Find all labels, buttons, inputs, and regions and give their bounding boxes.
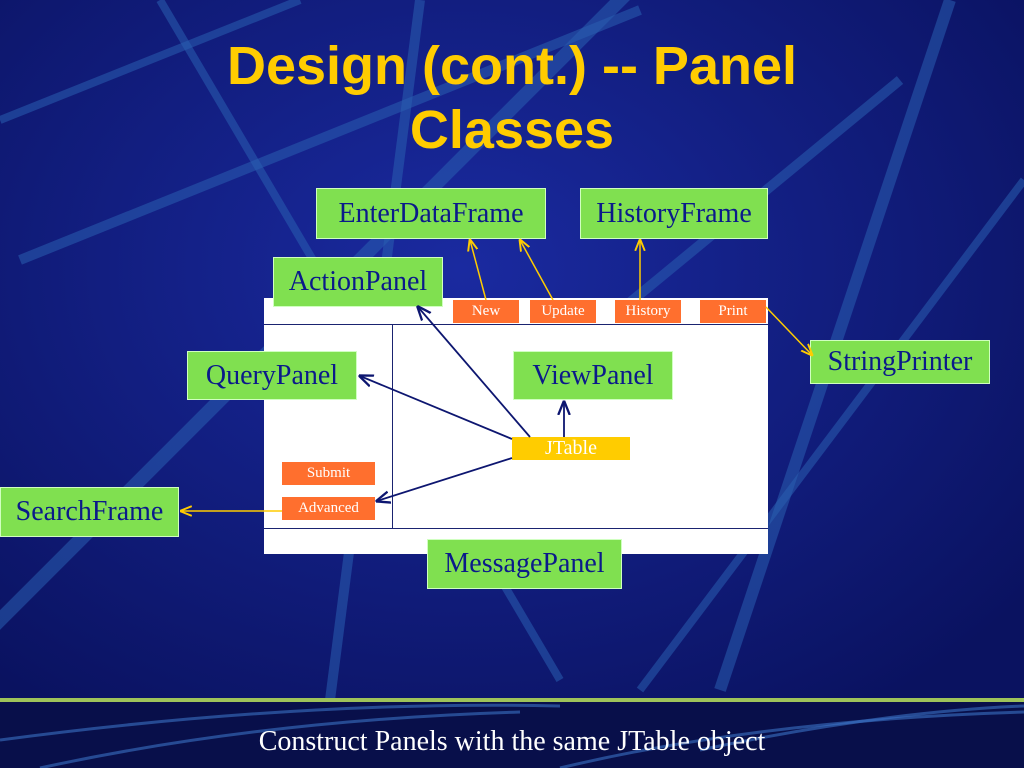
history-button[interactable]: History [615,300,681,323]
message-panel-box: MessagePanel [427,539,622,589]
title-line-1: Design (cont.) -- Panel [226,36,798,96]
view-panel-box: ViewPanel [513,351,673,400]
toolbar-divider [264,324,768,325]
enter-data-frame-box: EnterDataFrame [316,188,546,239]
title-line-2: Classes [409,100,615,160]
query-panel-box: QueryPanel [187,351,357,400]
update-button[interactable]: Update [530,300,596,323]
action-panel-box: ActionPanel [273,257,443,307]
jtable-box: JTable [512,437,630,460]
new-button[interactable]: New [453,300,519,323]
message-divider [264,528,768,529]
history-frame-box: HistoryFrame [580,188,768,239]
advanced-button[interactable]: Advanced [282,497,375,520]
string-printer-box: StringPrinter [810,340,990,384]
slide-title: Design (cont.) -- Panel Classes [0,34,1024,162]
search-frame-box: SearchFrame [0,487,179,537]
slide-footer: Construct Panels with the same JTable ob… [258,726,766,757]
submit-button[interactable]: Submit [282,462,375,485]
print-button[interactable]: Print [700,300,766,323]
query-view-divider [392,324,393,528]
